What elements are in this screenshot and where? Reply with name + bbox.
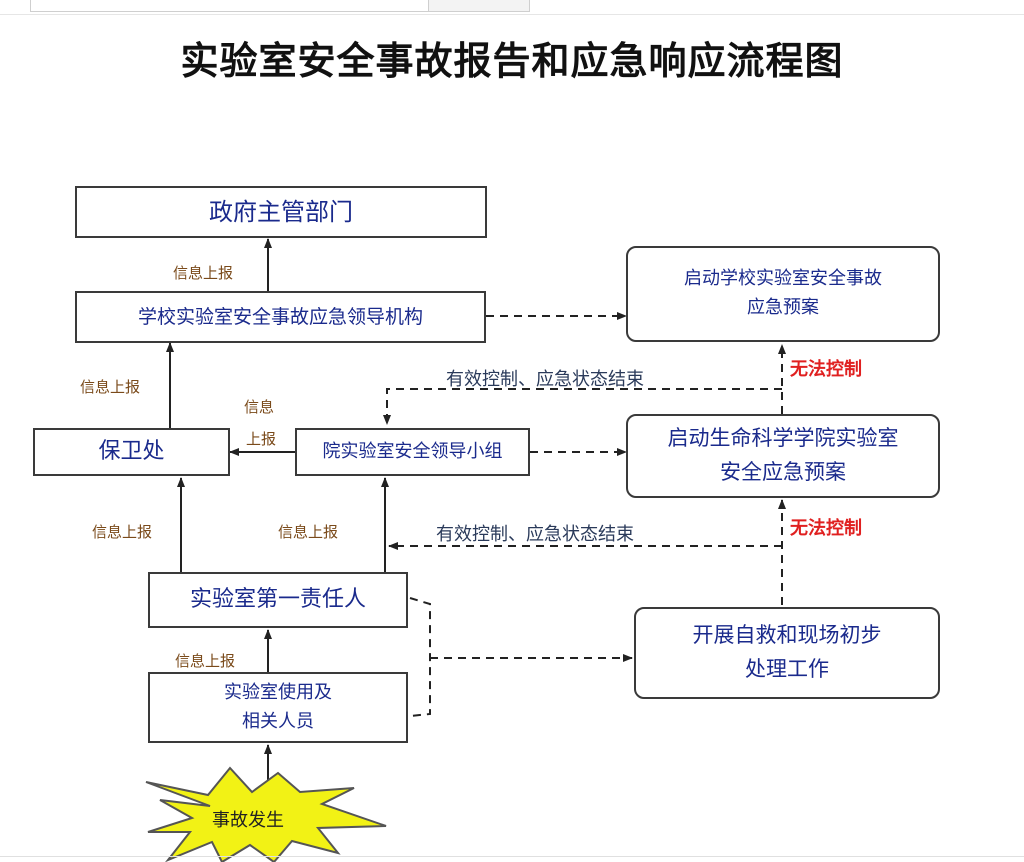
browser-toolbar	[0, 0, 1024, 15]
node-college-group: 院实验室安全领导小组	[295, 428, 530, 476]
node-college-plan: 启动生命科学学院实验室安全应急预案	[626, 414, 940, 498]
node-gov: 政府主管部门	[75, 186, 487, 238]
label-report-group-1: 信息	[244, 398, 275, 416]
label-report-security: 信息上报	[92, 523, 153, 541]
label-report-gov: 信息上报	[173, 264, 234, 282]
page-title: 实验室安全事故报告和应急响应流程图	[180, 38, 844, 83]
node-self-rescue: 开展自救和现场初步处理工作	[634, 607, 940, 699]
label-report-group-2: 上报	[246, 430, 277, 448]
label-report-school: 信息上报	[80, 378, 141, 396]
label-controlled-mid: 有效控制、应急状态结束	[436, 524, 634, 545]
label-uncontrolled-top: 无法控制	[790, 359, 862, 380]
accident-label: 事故发生	[212, 810, 284, 831]
dash-controlled-top	[383, 388, 782, 425]
node-school-org: 学校实验室安全事故应急领导机构	[75, 291, 486, 343]
node-lab-head: 实验室第一责任人	[148, 572, 408, 628]
node-school-plan: 启动学校实验室安全事故应急预案	[626, 246, 940, 342]
label-report-head: 信息上报	[175, 652, 236, 670]
label-uncontrolled-mid: 无法控制	[790, 518, 862, 539]
node-lab-users: 实验室使用及相关人员	[148, 672, 408, 743]
label-report-college: 信息上报	[278, 523, 339, 541]
bottom-divider	[0, 856, 1024, 857]
toolbar-button[interactable]	[428, 0, 530, 12]
node-security: 保卫处	[33, 428, 230, 476]
accident-starburst	[145, 766, 387, 862]
dash-bracket-head	[409, 597, 431, 717]
label-controlled-top: 有效控制、应急状态结束	[446, 369, 644, 390]
